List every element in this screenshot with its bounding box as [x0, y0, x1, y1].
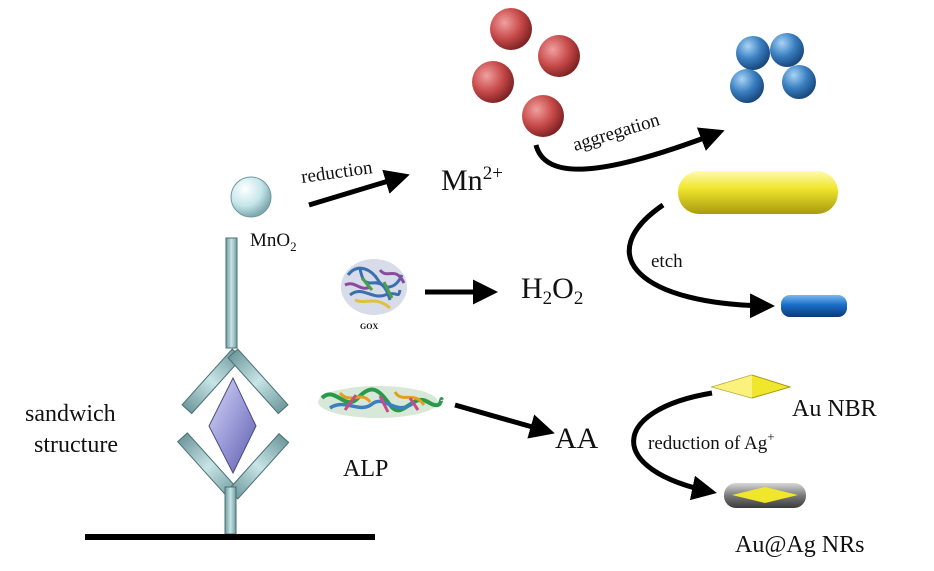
h2o2-label: H2O2 [521, 272, 583, 309]
mn2plus-label: Mn2+ [441, 163, 503, 197]
reduction-of-ag-label: reduction of Ag+ [648, 429, 775, 454]
gox-label: GOX [360, 322, 378, 331]
etch-label: etch [651, 251, 683, 272]
au-ag-nanorod [724, 483, 806, 508]
mn-ion-sphere-2 [538, 35, 580, 77]
reduction-label: reduction [300, 157, 374, 188]
aggregation-arrow [533, 127, 725, 172]
mn-ion-sphere-3 [472, 61, 514, 103]
mn-ion-sphere-4 [522, 95, 564, 137]
gox-protein-graphic [341, 259, 407, 315]
gold-nanorod [678, 171, 838, 214]
alp-label: ALP [343, 456, 388, 482]
alp-to-aa-arrow [454, 402, 555, 439]
au-nbr-label: Au NBR [792, 396, 877, 422]
antigen-diamond [208, 376, 257, 475]
mn-ion-sphere-1 [490, 8, 532, 50]
aggregated-blue-spheres [730, 33, 816, 103]
aa-label: AA [555, 422, 599, 455]
reduction-of-ag-arrow [631, 390, 717, 501]
etch-arrow [626, 202, 775, 319]
mno2-sphere [230, 176, 272, 218]
sandwich-structure-label: sandwich structure [25, 401, 122, 458]
au-ag-nrs-label: Au@Ag NRs [735, 532, 864, 558]
mno2-label: MnO2 [250, 230, 297, 254]
alp-protein-graphic [318, 386, 444, 418]
sandwich-structure-graphic [176, 237, 290, 535]
etched-blue-nanorod [781, 295, 847, 317]
reduction-arrow [308, 169, 410, 208]
aggregation-label: aggregation [570, 109, 662, 155]
